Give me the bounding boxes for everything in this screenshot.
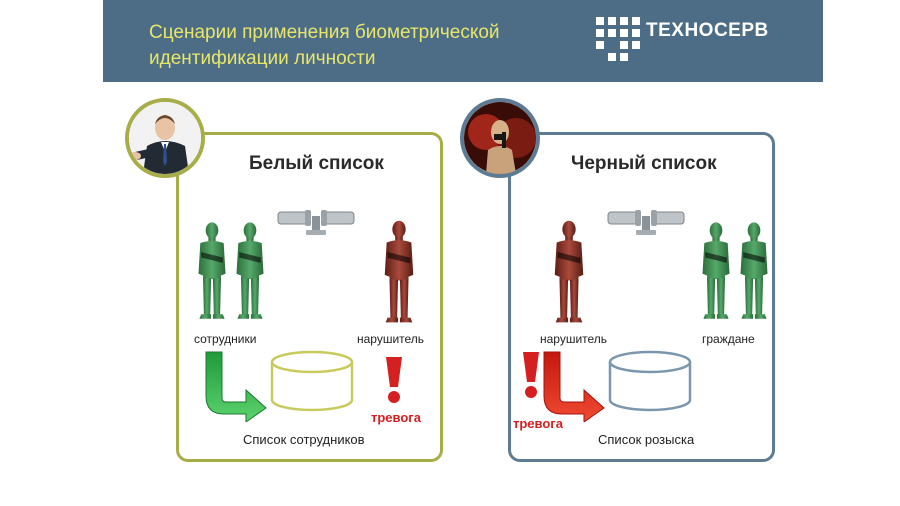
slide-header: Сценарии применения биометрической идент… — [103, 0, 823, 82]
white-intruder-label: нарушитель — [357, 332, 425, 346]
gunman-avatar — [460, 98, 540, 178]
businessman-icon — [129, 102, 201, 174]
logo-text: ТЕХНОСЕРВ — [646, 20, 769, 41]
alarm-exclamation-icon — [386, 357, 402, 403]
green-arrow-icon — [205, 351, 267, 422]
employees-label: сотрудники — [194, 332, 257, 346]
wanted-database-icon — [608, 350, 692, 412]
slide-title-line-2: идентификации личности — [149, 48, 376, 69]
alarm-exclamation-icon — [523, 352, 539, 398]
black-alarm-text: тревога — [513, 416, 563, 431]
employee-figure-icon — [194, 216, 230, 326]
businessman-avatar — [125, 98, 205, 178]
employee-list-label: Список сотрудников — [243, 432, 365, 447]
intruder-figure-icon — [380, 216, 418, 328]
wanted-list-label: Список розыска — [598, 432, 695, 447]
white-alarm-text: тревога — [371, 410, 421, 425]
slide-title: Сценарии применения биометрической идент… — [149, 20, 500, 72]
surveillance-camera-icon — [276, 202, 356, 238]
white-list-title: Белый список — [249, 153, 384, 174]
red-arrow-icon — [543, 351, 605, 422]
employee-figure-icon — [232, 216, 268, 326]
citizen-figure-icon — [698, 216, 734, 326]
slide-title-line-1: Сценарии применения биометрической — [149, 22, 500, 43]
citizens-label: граждане — [702, 332, 755, 346]
company-logo: ТЕХНОСЕРВ — [596, 17, 796, 63]
gunman-icon — [464, 102, 536, 174]
grid-logo-icon — [596, 17, 640, 61]
black-intruder-label: нарушитель — [540, 332, 608, 346]
intruder-figure-icon — [550, 216, 588, 328]
employee-database-icon — [270, 350, 354, 412]
surveillance-camera-icon — [606, 202, 686, 238]
citizen-figure-icon — [736, 216, 772, 326]
black-list-title: Черный список — [571, 153, 717, 174]
